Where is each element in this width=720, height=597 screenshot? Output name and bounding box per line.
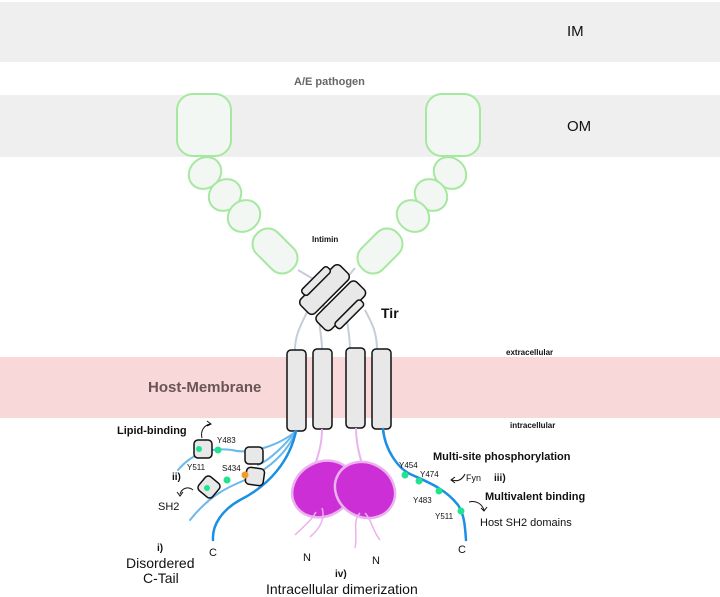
multisite-phosphorylation-label: Multi-site phosphorylation — [433, 451, 571, 463]
intimin-left — [176, 93, 299, 275]
c-tail-label: C-Tail — [143, 570, 179, 586]
ii-label: ii) — [172, 472, 181, 483]
multivalent-binding-label: Multivalent binding — [485, 491, 585, 503]
site-label-y474: Y474 — [420, 470, 439, 479]
tm-helix-1 — [286, 349, 307, 432]
right-c-terminus-label: C — [458, 544, 466, 556]
n-terminus-right-label: N — [372, 555, 380, 567]
phospho-site-y483-domain — [196, 446, 202, 452]
lipid-binding-arrow-icon — [201, 423, 211, 439]
dimerization-label: Intracellular dimerization — [266, 581, 418, 597]
disordered-label: Disordered — [126, 555, 194, 571]
pathogen-label: A/E pathogen — [294, 76, 365, 88]
arrowhead-icon — [176, 491, 184, 497]
outer-membrane-band — [0, 95, 720, 157]
sh2-arrow-icon — [179, 487, 194, 495]
i-label: i) — [157, 543, 163, 554]
iv-label: iv) — [335, 569, 347, 580]
host-membrane-label: Host-Membrane — [148, 379, 261, 396]
phospho-site-y474 — [415, 477, 423, 485]
phospho-site-y511 — [204, 485, 210, 491]
phospho-site-y483 — [214, 446, 222, 454]
lipid-binding-label: Lipid-binding — [117, 425, 187, 437]
fyn-label: Fyn — [466, 473, 481, 483]
site-label-y454: Y454 — [399, 461, 418, 470]
site-label-s434: S434 — [222, 464, 241, 473]
dimer-lobe-right — [333, 460, 397, 520]
phospho-site-s434-green — [223, 476, 231, 484]
arrowhead-icon — [450, 476, 456, 484]
fyn-arrow-icon — [451, 473, 466, 482]
arrowhead-icon — [206, 420, 212, 427]
inner-membrane-band — [0, 2, 720, 62]
tm-helices — [286, 347, 392, 432]
phospho-site-y454 — [401, 471, 409, 479]
iii-label: iii) — [494, 473, 506, 484]
n-terminus-left-label: N — [303, 552, 311, 564]
host-sh2-domains-label: Host SH2 domains — [480, 517, 572, 529]
tir-label: Tir — [381, 305, 399, 321]
intimin-right — [356, 93, 481, 275]
phospho-site-y483 — [435, 487, 443, 495]
tm-helix-3 — [345, 347, 366, 429]
om-label: OM — [567, 118, 591, 135]
im-label: IM — [567, 23, 584, 40]
tir-core — [298, 263, 367, 332]
n-terminal-dimer — [290, 427, 397, 549]
extracellular-label: extracellular — [506, 348, 553, 357]
site-label-y511: Y511 — [187, 463, 206, 472]
intimin-label: Intimin — [312, 235, 338, 244]
tm-helix-2 — [312, 348, 333, 430]
right-tail — [381, 427, 468, 542]
site-label-y483: Y483 — [413, 496, 432, 505]
phospho-site-s434 — [241, 471, 249, 479]
sh2-label: SH2 — [158, 501, 179, 513]
tm-helix-4 — [371, 348, 392, 430]
sh2-binding-arrow-icon — [468, 501, 485, 511]
intracellular-label: intracellular — [510, 421, 555, 430]
site-label-y483: Y483 — [217, 436, 236, 445]
left-c-terminus-label: C — [209, 547, 217, 559]
site-label-y511: Y511 — [435, 512, 454, 521]
arrowhead-icon — [480, 506, 488, 512]
phospho-site-y511 — [457, 507, 465, 515]
